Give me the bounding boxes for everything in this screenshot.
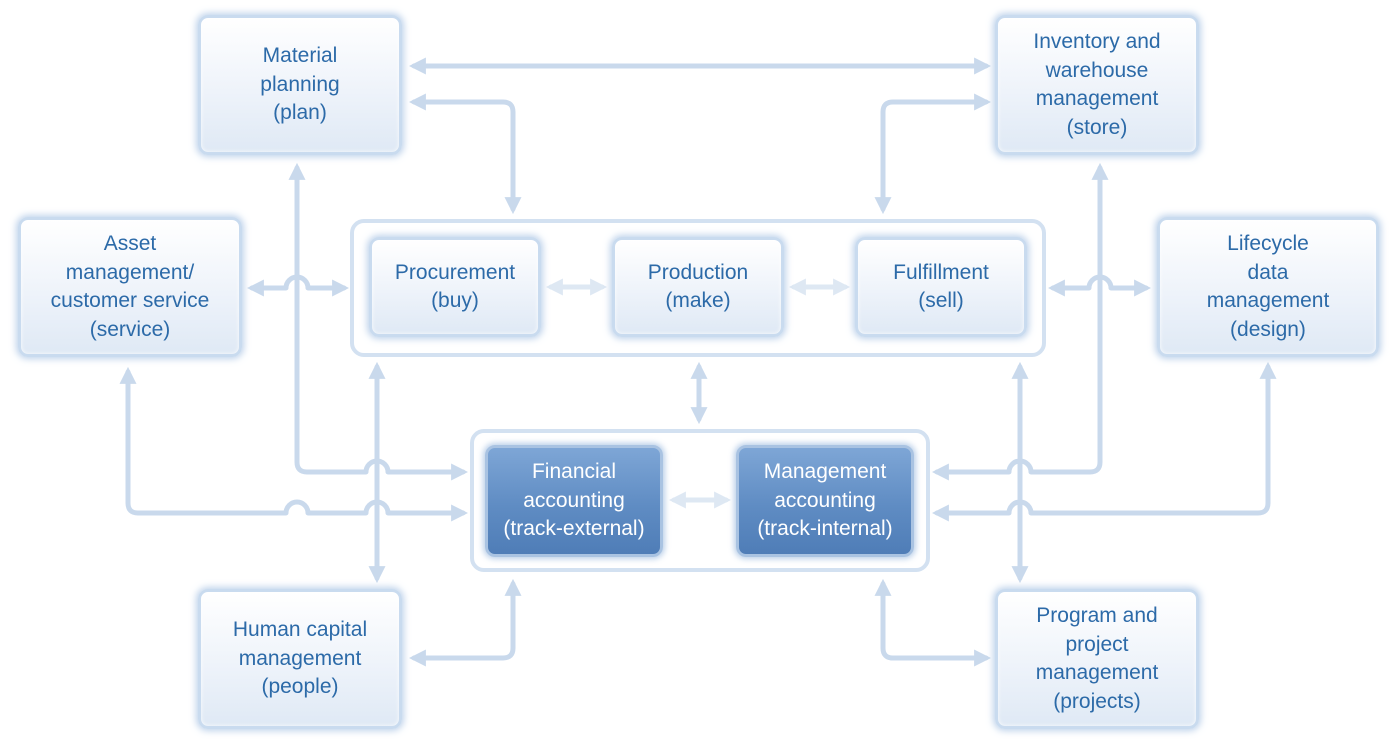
production-box: Production (make) — [612, 237, 784, 337]
material-planning-box: Material planning (plan) — [198, 15, 402, 155]
fulfillment-label: Fulfillment (sell) — [893, 260, 989, 313]
inventory-box: Inventory and warehouse management (stor… — [995, 15, 1199, 155]
financial-accounting-label: Financial accounting (track-external) — [503, 460, 645, 541]
human-capital-box: Human capital management (people) — [198, 589, 402, 729]
connector-projects-management — [874, 578, 992, 667]
connector-people-financial — [408, 578, 522, 667]
program-project-label: Program and project management (projects… — [1035, 604, 1159, 713]
connector-design-management — [931, 361, 1277, 522]
management-accounting-box: Management accounting (track-internal) — [736, 445, 914, 557]
procurement-label: Procurement (buy) — [394, 260, 516, 313]
production-label: Production (make) — [647, 260, 749, 313]
human-capital-label: Human capital management (people) — [232, 618, 368, 699]
inventory-label: Inventory and warehouse management (stor… — [1033, 30, 1161, 139]
asset-management-label: Asset management/ customer service (serv… — [50, 232, 210, 341]
fulfillment-box: Fulfillment (sell) — [855, 237, 1027, 337]
program-project-box: Program and project management (projects… — [995, 589, 1199, 729]
material-planning-label: Material planning (plan) — [260, 44, 340, 125]
lifecycle-label: Lifecycle data management (design) — [1206, 232, 1330, 341]
connector-plan-operations — [408, 93, 522, 215]
management-accounting-label: Management accounting (track-internal) — [757, 460, 893, 541]
connector-service-operations — [246, 274, 350, 297]
connector-store-operations — [874, 93, 992, 215]
asset-management-box: Asset management/ customer service (serv… — [18, 217, 242, 357]
procurement-box: Procurement (buy) — [369, 237, 541, 337]
financial-accounting-box: Financial accounting (track-external) — [485, 445, 663, 557]
lifecycle-box: Lifecycle data management (design) — [1157, 217, 1379, 357]
